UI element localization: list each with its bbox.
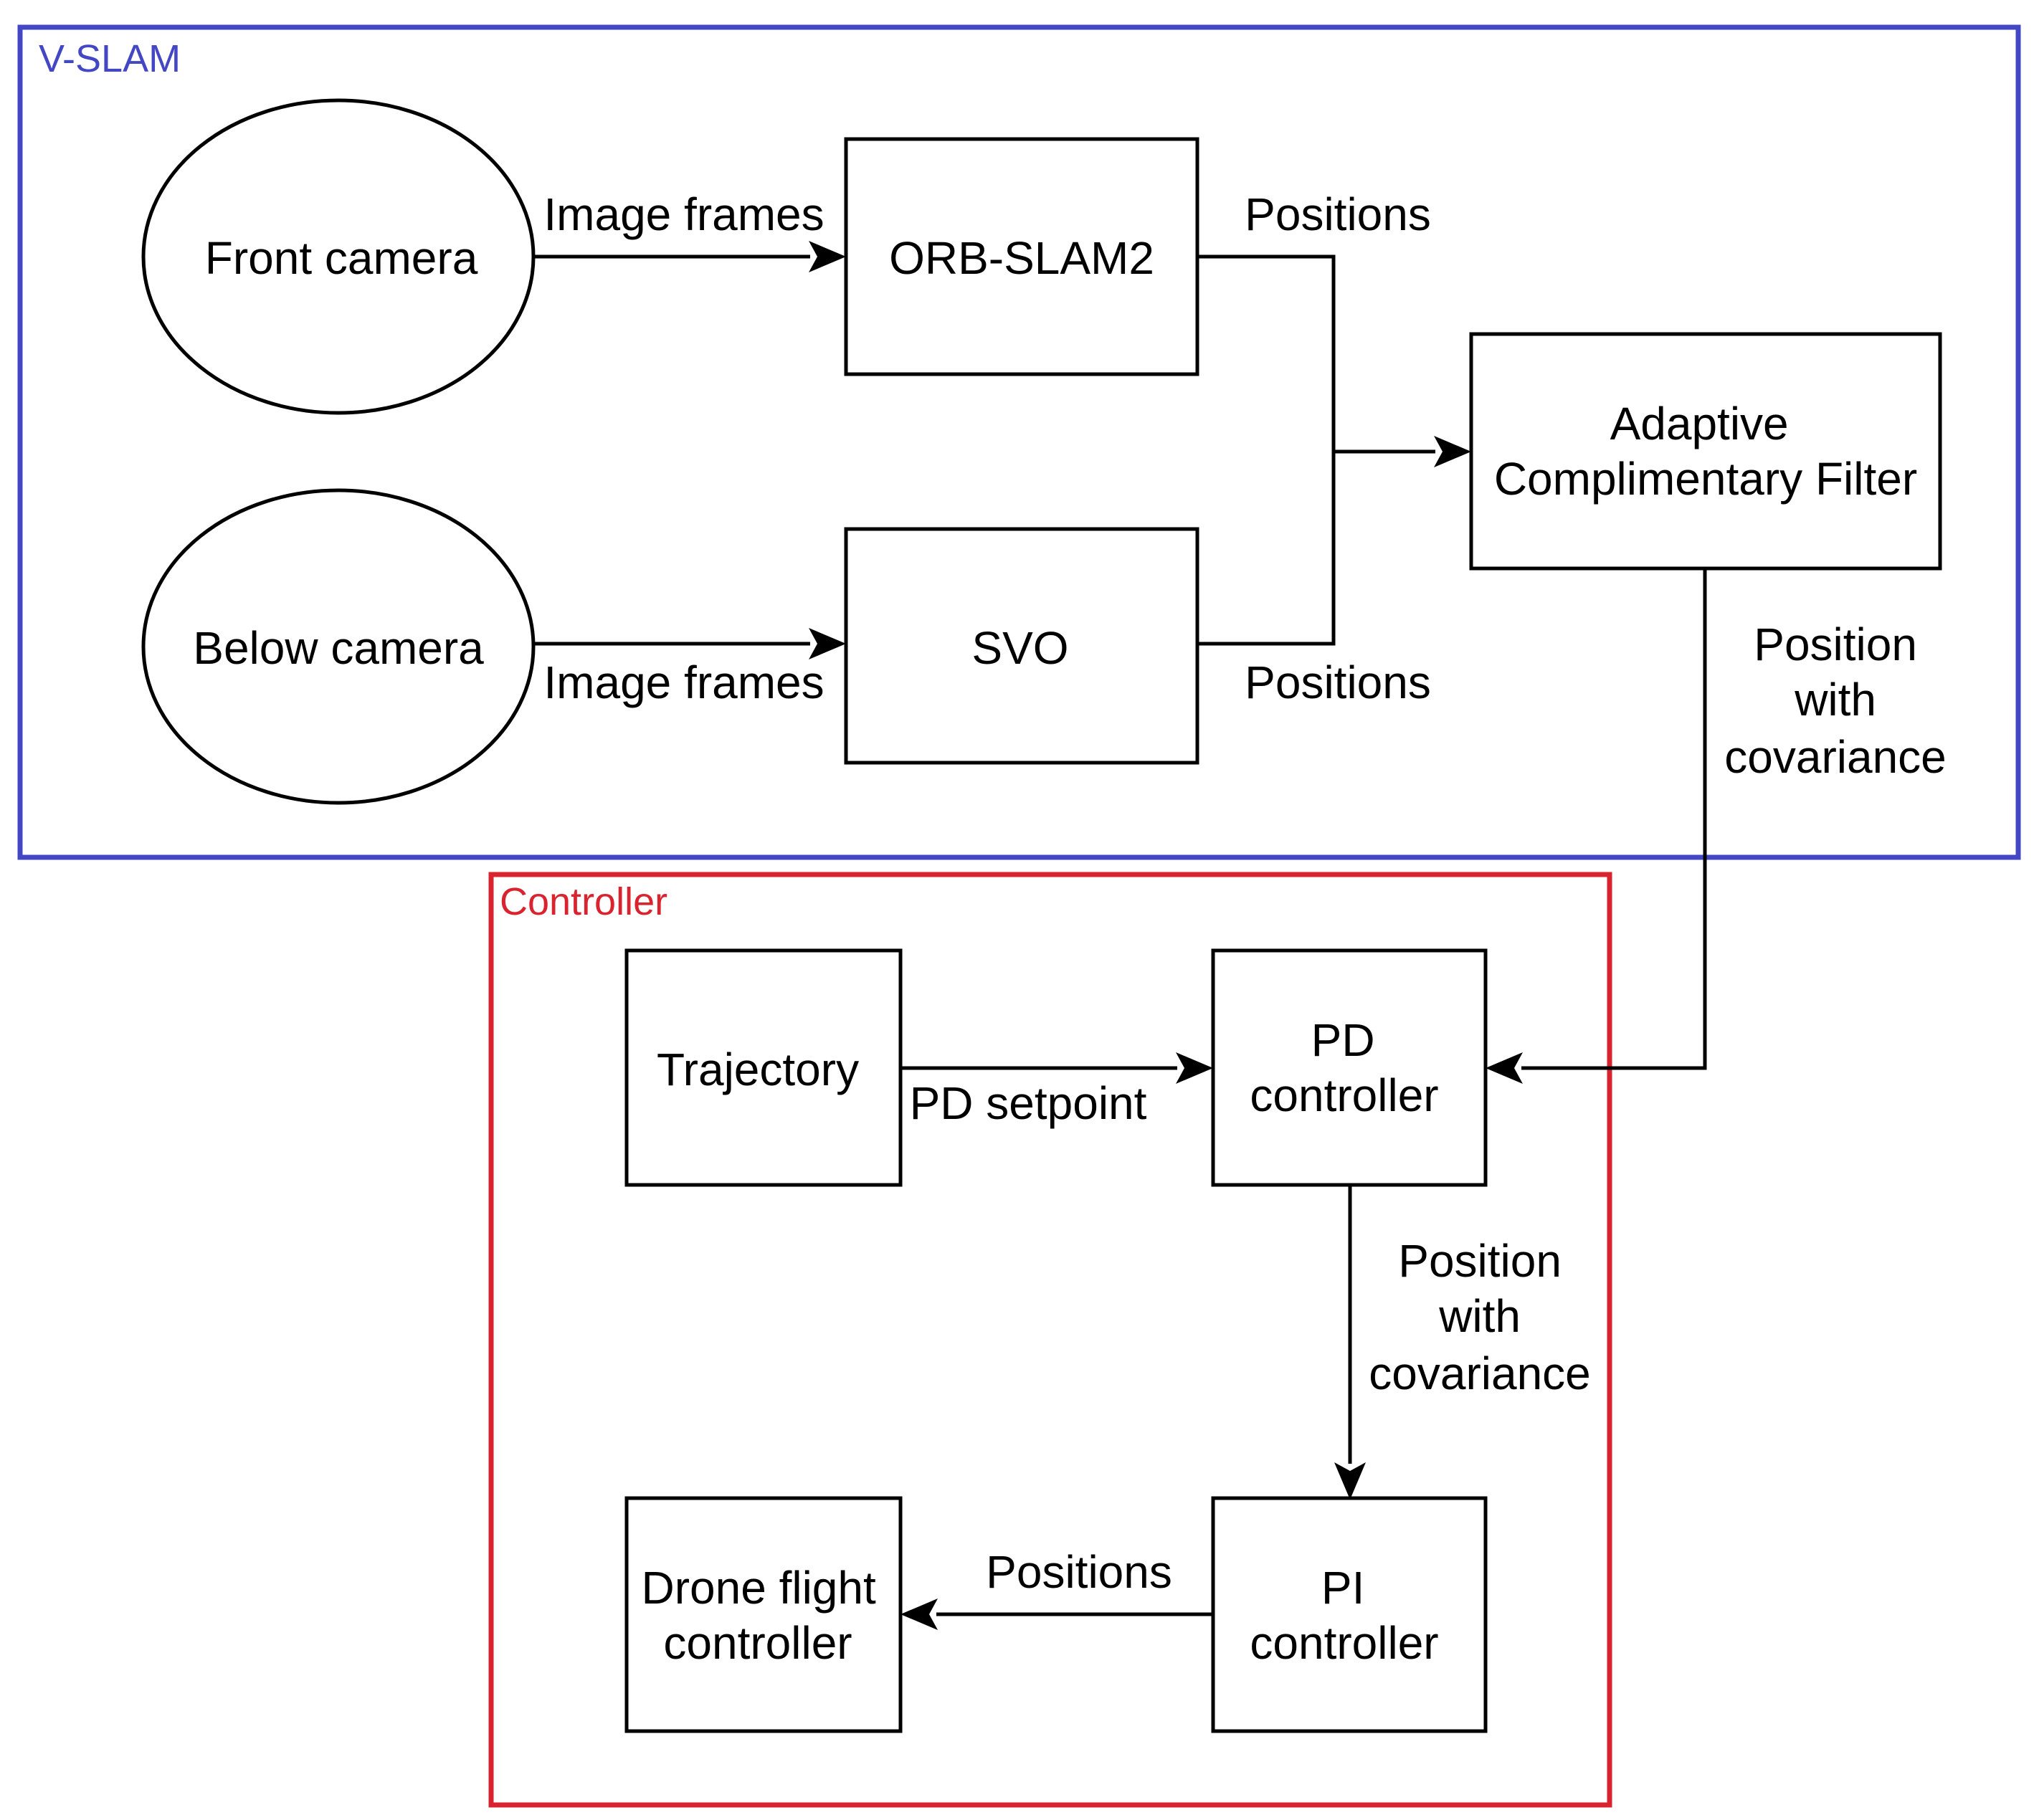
- node-svo: SVO: [844, 527, 1199, 765]
- orb-slam2-label: ORB-SLAM2: [889, 232, 1154, 284]
- node-trajectory: Trajectory: [624, 948, 903, 1187]
- edge-filter-to-pd: [1486, 568, 1707, 1084]
- edge-traj-to-pd: [900, 1052, 1213, 1084]
- node-orb-slam2: ORB-SLAM2: [844, 137, 1199, 376]
- edge-label-svo-positions: Positions: [1245, 657, 1431, 708]
- node-pi-controller: PI controller: [1211, 1496, 1488, 1733]
- edge-label-pd-setpoint: PD setpoint: [910, 1077, 1147, 1129]
- edge-label-front-image-frames: Image frames: [543, 189, 824, 240]
- edge-orb-svo-to-filter: [1197, 254, 1471, 646]
- pi-controller-label: PI controller: [1250, 1562, 1438, 1669]
- edge-pi-to-drone: [900, 1599, 1213, 1630]
- controller-group-frame: [488, 872, 1612, 1808]
- edge-label-pi-positions: Positions: [986, 1546, 1172, 1598]
- below-camera-label: Below camera: [193, 622, 484, 674]
- vslam-group-label: V-SLAM: [39, 37, 181, 80]
- node-adaptive-complimentary-filter: Adaptive Complimentary Filter: [1469, 332, 1942, 571]
- front-camera-label: Front camera: [205, 232, 478, 284]
- node-drone-flight-controller: Drone flight controller: [624, 1496, 903, 1733]
- edge-label-below-image-frames: Image frames: [543, 657, 824, 708]
- edge-label-orb-positions: Positions: [1245, 189, 1431, 240]
- drone-flight-controller-label: Drone flight controller: [641, 1562, 888, 1669]
- pd-controller-label: PD controller: [1250, 1014, 1438, 1121]
- adaptive-filter-label: Adaptive Complimentary Filter: [1494, 398, 1917, 505]
- edge-label-filter-position-with-covariance: Position with covariance: [1724, 619, 1947, 783]
- edge-label-pd-position-with-covariance: Position with covariance: [1369, 1235, 1591, 1399]
- node-front-camera: Front camera: [141, 98, 536, 415]
- edge-pd-to-pi: [1334, 1186, 1366, 1500]
- svo-label: SVO: [971, 622, 1068, 674]
- vslam-group-frame: [17, 24, 2021, 860]
- node-pd-controller: PD controller: [1211, 948, 1488, 1187]
- trajectory-label: Trajectory: [657, 1044, 859, 1095]
- controller-group-label: Controller: [500, 880, 667, 923]
- edge-front-to-orb: [534, 241, 846, 272]
- node-below-camera: Below camera: [141, 488, 536, 805]
- edge-below-to-svo: [534, 628, 846, 659]
